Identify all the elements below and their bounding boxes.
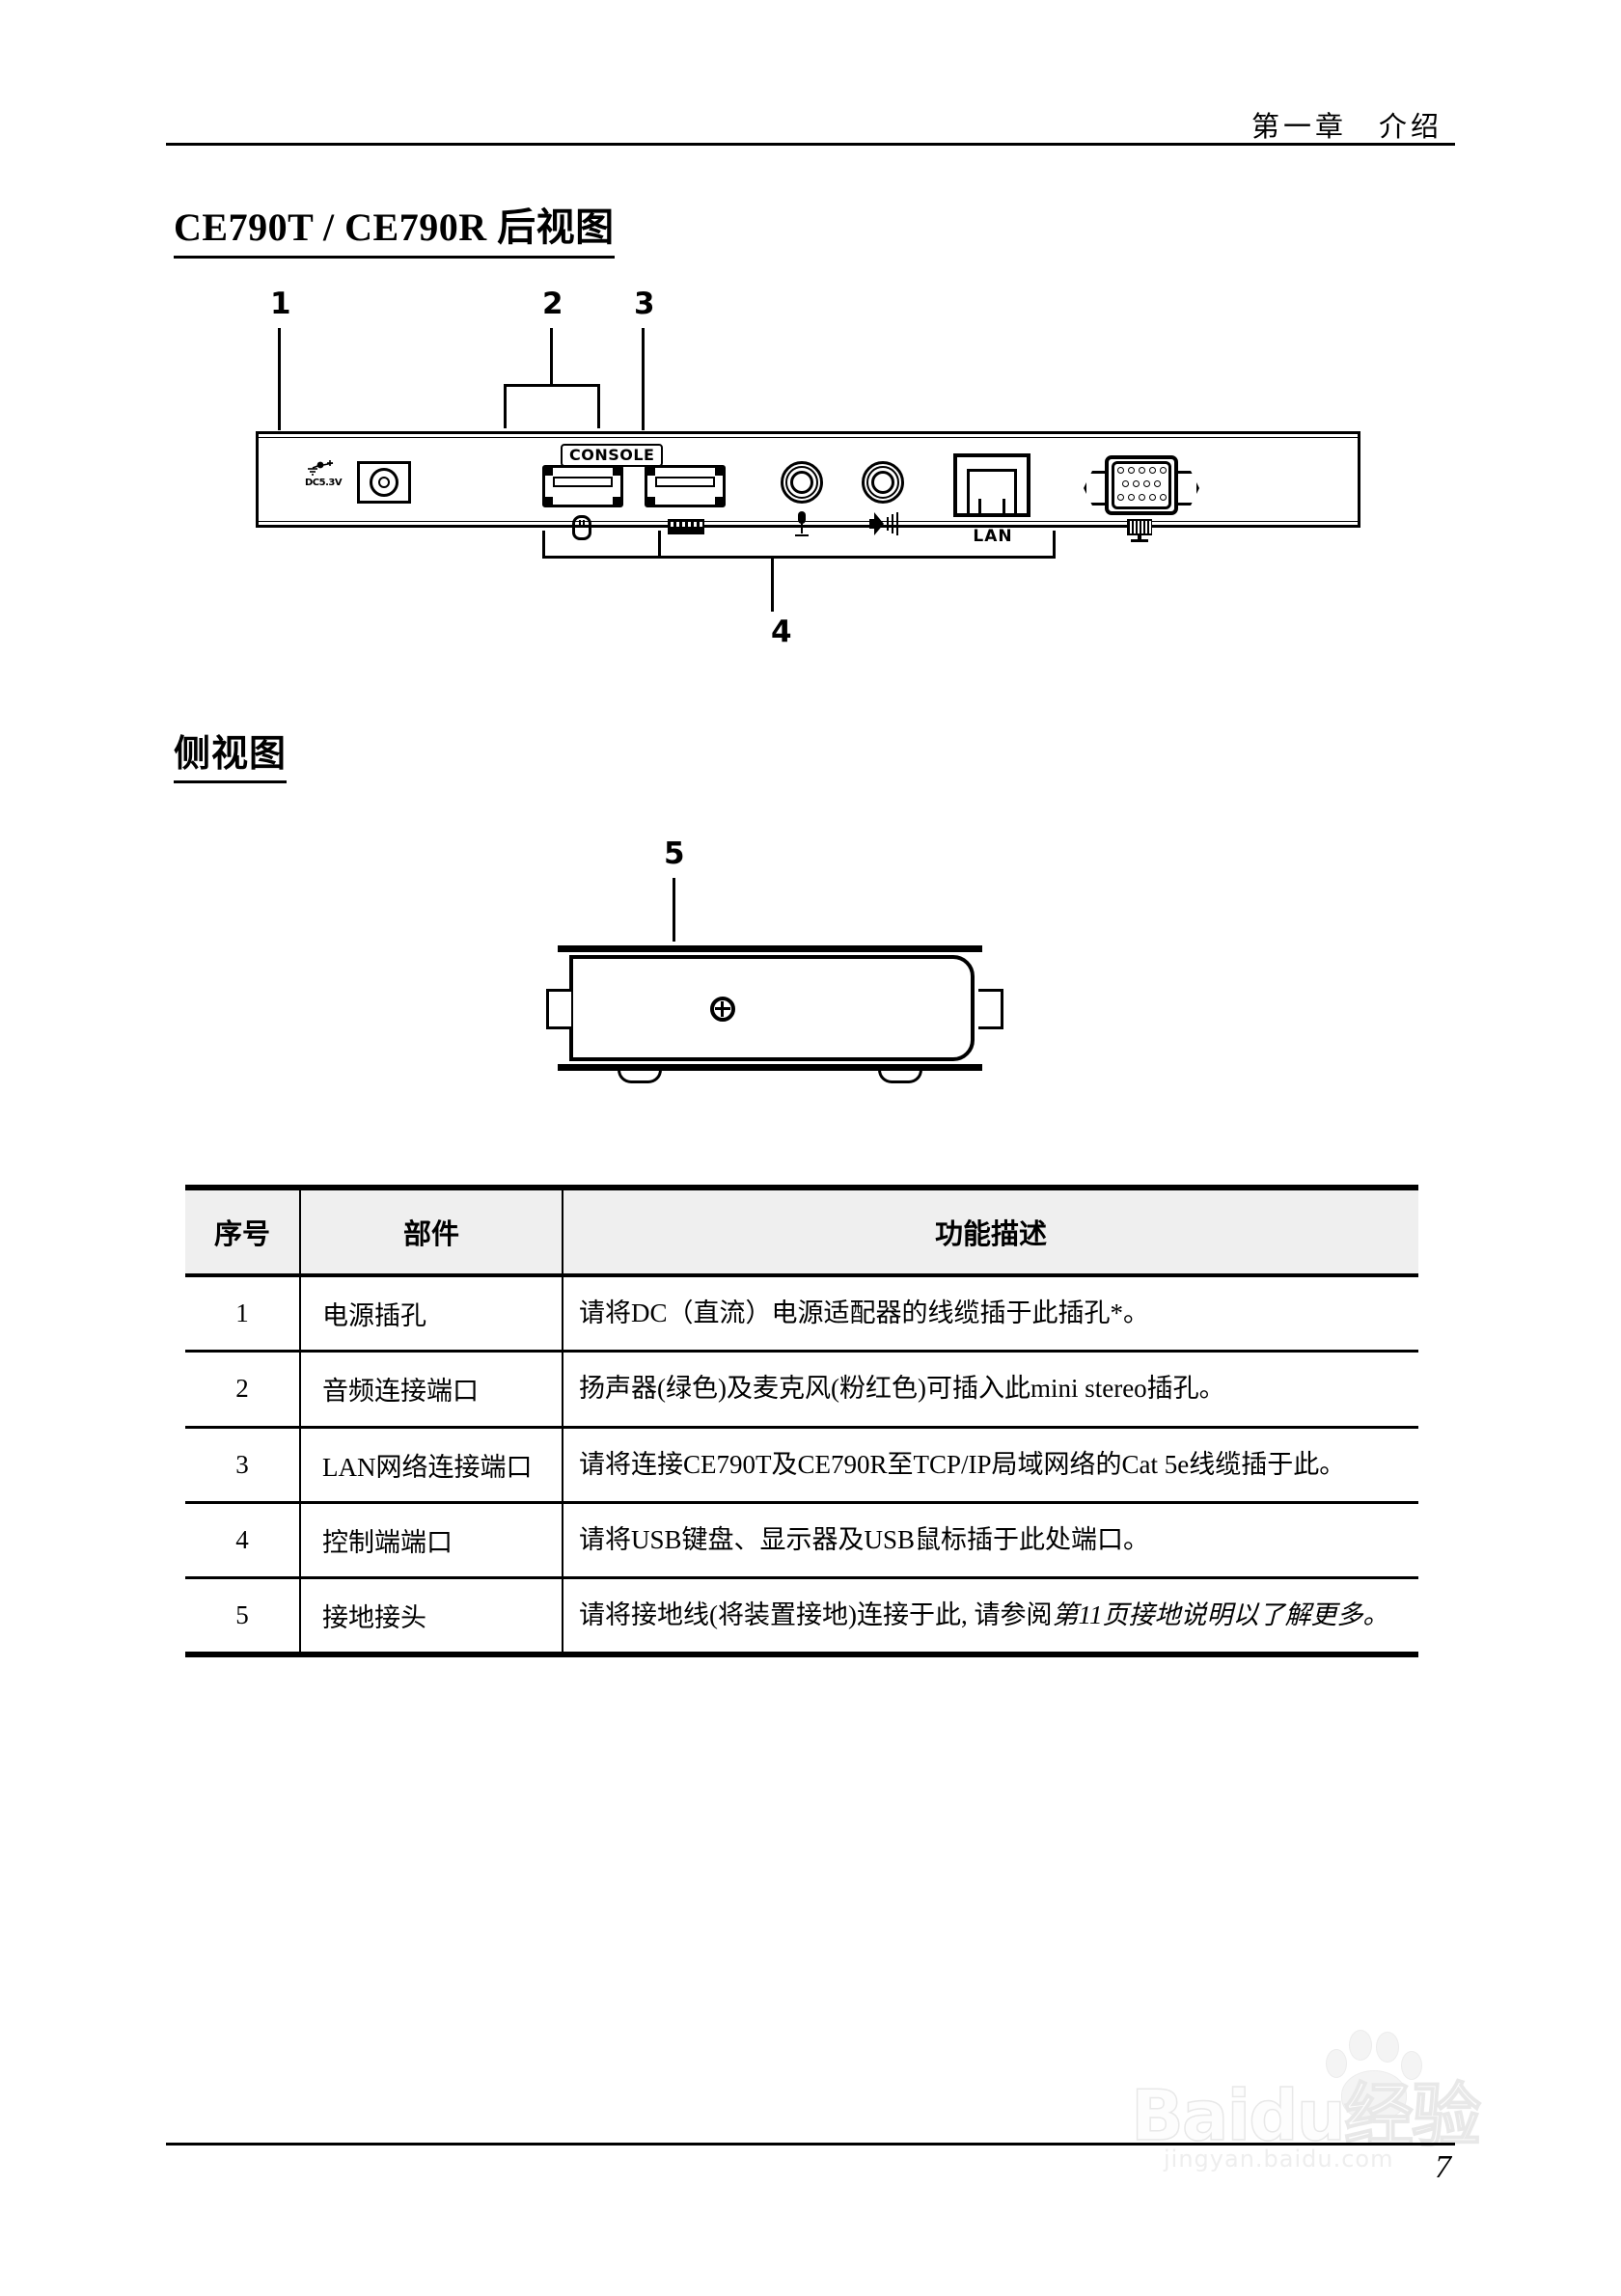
dc-polarity-icon (308, 460, 334, 476)
monitor-icon (1127, 519, 1152, 542)
component-description-table: 序号 部件 功能描述 1 电源插孔 请将DC（直流）电源适配器的线缆插于此插孔*… (185, 1185, 1418, 1658)
usb-port-keyboard (645, 465, 726, 507)
desc-text: 请将接地线(将装置接地)连接于此, 请参阅 (579, 1600, 1053, 1629)
callout-5: 5 (664, 836, 685, 871)
cell-number: 5 (185, 1577, 301, 1658)
panel-edge-bottom (259, 521, 1358, 522)
chassis-mount-tab-left (546, 989, 571, 1029)
desc-text: 请将DC（直流）电源适配器的线缆插于此插孔*。 (579, 1298, 1150, 1327)
chassis-bottom-edge (558, 1064, 982, 1071)
page-title-rear-view: CE790T / CE790R 后视图 (174, 196, 615, 259)
cell-number: 1 (185, 1275, 301, 1353)
callout-1: 1 (270, 287, 291, 321)
page-number: 7 (1435, 2149, 1451, 2185)
callout-1-leader (278, 328, 281, 430)
cell-description: 请将接地线(将装置接地)连接于此, 请参阅第11页接地说明以了解更多。 (562, 1577, 1418, 1658)
table-header-row: 序号 部件 功能描述 (185, 1185, 1418, 1277)
table-row: 1 电源插孔 请将DC（直流）电源适配器的线缆插于此插孔*。 (185, 1275, 1418, 1353)
callout-2: 2 (542, 287, 563, 321)
mouse-icon (572, 515, 591, 540)
grounding-screw-icon (710, 997, 735, 1022)
callout-5-leader (673, 878, 675, 942)
callout-4-bracket (542, 531, 1056, 612)
cell-description: 请将USB键盘、显示器及USB鼠标插于此处端口。 (562, 1502, 1418, 1580)
rear-view-figure: 1 2 3 D (164, 289, 1457, 695)
page-title-side-view: 侧视图 (174, 724, 288, 783)
device-side-body (569, 955, 975, 1061)
power-input-label: DC5.3V (305, 478, 343, 488)
desc-text: 请将USB键盘、显示器及USB鼠标插于此处端口。 (579, 1524, 1150, 1554)
column-header-description: 功能描述 (562, 1185, 1418, 1277)
rj45-lan-port-icon (953, 453, 1030, 517)
callout-3-leader (642, 328, 645, 430)
microphone-jack-icon (781, 461, 823, 504)
speaker-symbol-icon (869, 512, 898, 535)
callout-2-bracket (504, 328, 600, 432)
console-label: CONSOLE (561, 444, 664, 468)
speaker-jack-icon (862, 461, 904, 504)
header-rule (166, 143, 1455, 146)
panel-edge-top (259, 437, 1358, 438)
footer-rule (166, 2143, 1455, 2146)
microphone-symbol-icon (793, 511, 810, 536)
chassis-foot-left (618, 1070, 662, 1083)
usb-port-mouse (542, 465, 623, 507)
baidu-watermark: Baidu经验 jingyan.baidu.com (1130, 2030, 1536, 2182)
cell-description: 请将DC（直流）电源适配器的线缆插于此插孔*。 (562, 1275, 1418, 1353)
lan-label: LAN (973, 527, 1013, 546)
callout-3: 3 (634, 287, 655, 321)
keyboard-icon (668, 519, 704, 534)
desc-text: 请将连接CE790T及CE790R至TCP/IP局域网络的Cat 5e线缆插于此… (579, 1449, 1346, 1479)
cell-part: 接地接头 (299, 1577, 563, 1658)
cell-part: 电源插孔 (299, 1275, 563, 1353)
table-row: 4 控制端端口 请将USB键盘、显示器及USB鼠标插于此处端口。 (185, 1502, 1418, 1580)
power-jack-icon (357, 461, 411, 504)
watermark-url: jingyan.baidu.com (1164, 2146, 1394, 2173)
cell-part: 音频连接端口 (299, 1351, 563, 1429)
column-header-part: 部件 (299, 1185, 563, 1277)
table-row: 2 音频连接端口 扬声器(绿色)及麦克风(粉红色)可插入此mini stereo… (185, 1351, 1418, 1429)
side-view-figure: 5 (164, 839, 1457, 1148)
device-rear-panel: DC5.3V CONSOLE (256, 431, 1360, 546)
running-head: 第一章 介绍 (1250, 110, 1442, 143)
cell-part: 控制端端口 (299, 1502, 563, 1580)
chassis-mount-tab-right (978, 989, 1003, 1029)
cell-number: 3 (185, 1427, 301, 1504)
table-row: 3 LAN网络连接端口 请将连接CE790T及CE790R至TCP/IP局域网络… (185, 1427, 1418, 1504)
table-row: 5 接地接头 请将接地线(将装置接地)连接于此, 请参阅第11页接地说明以了解更… (185, 1577, 1418, 1658)
callout-4: 4 (771, 615, 792, 649)
cell-description: 请将连接CE790T及CE790R至TCP/IP局域网络的Cat 5e线缆插于此… (562, 1427, 1418, 1504)
cell-part: LAN网络连接端口 (299, 1427, 563, 1504)
chassis-foot-right (878, 1070, 922, 1083)
cell-number: 2 (185, 1351, 301, 1429)
cell-number: 4 (185, 1502, 301, 1580)
paw-print-icon (1316, 2030, 1432, 2122)
desc-text-italic: 第11页接地说明以了解更多。 (1052, 1600, 1389, 1629)
vga-port-icon (1084, 455, 1199, 515)
column-header-number: 序号 (185, 1185, 301, 1277)
chassis-top-edge (558, 945, 982, 952)
desc-text: 扬声器(绿色)及麦克风(粉红色)可插入此mini stereo插孔。 (579, 1374, 1225, 1404)
cell-description: 扬声器(绿色)及麦克风(粉红色)可插入此mini stereo插孔。 (562, 1351, 1418, 1429)
